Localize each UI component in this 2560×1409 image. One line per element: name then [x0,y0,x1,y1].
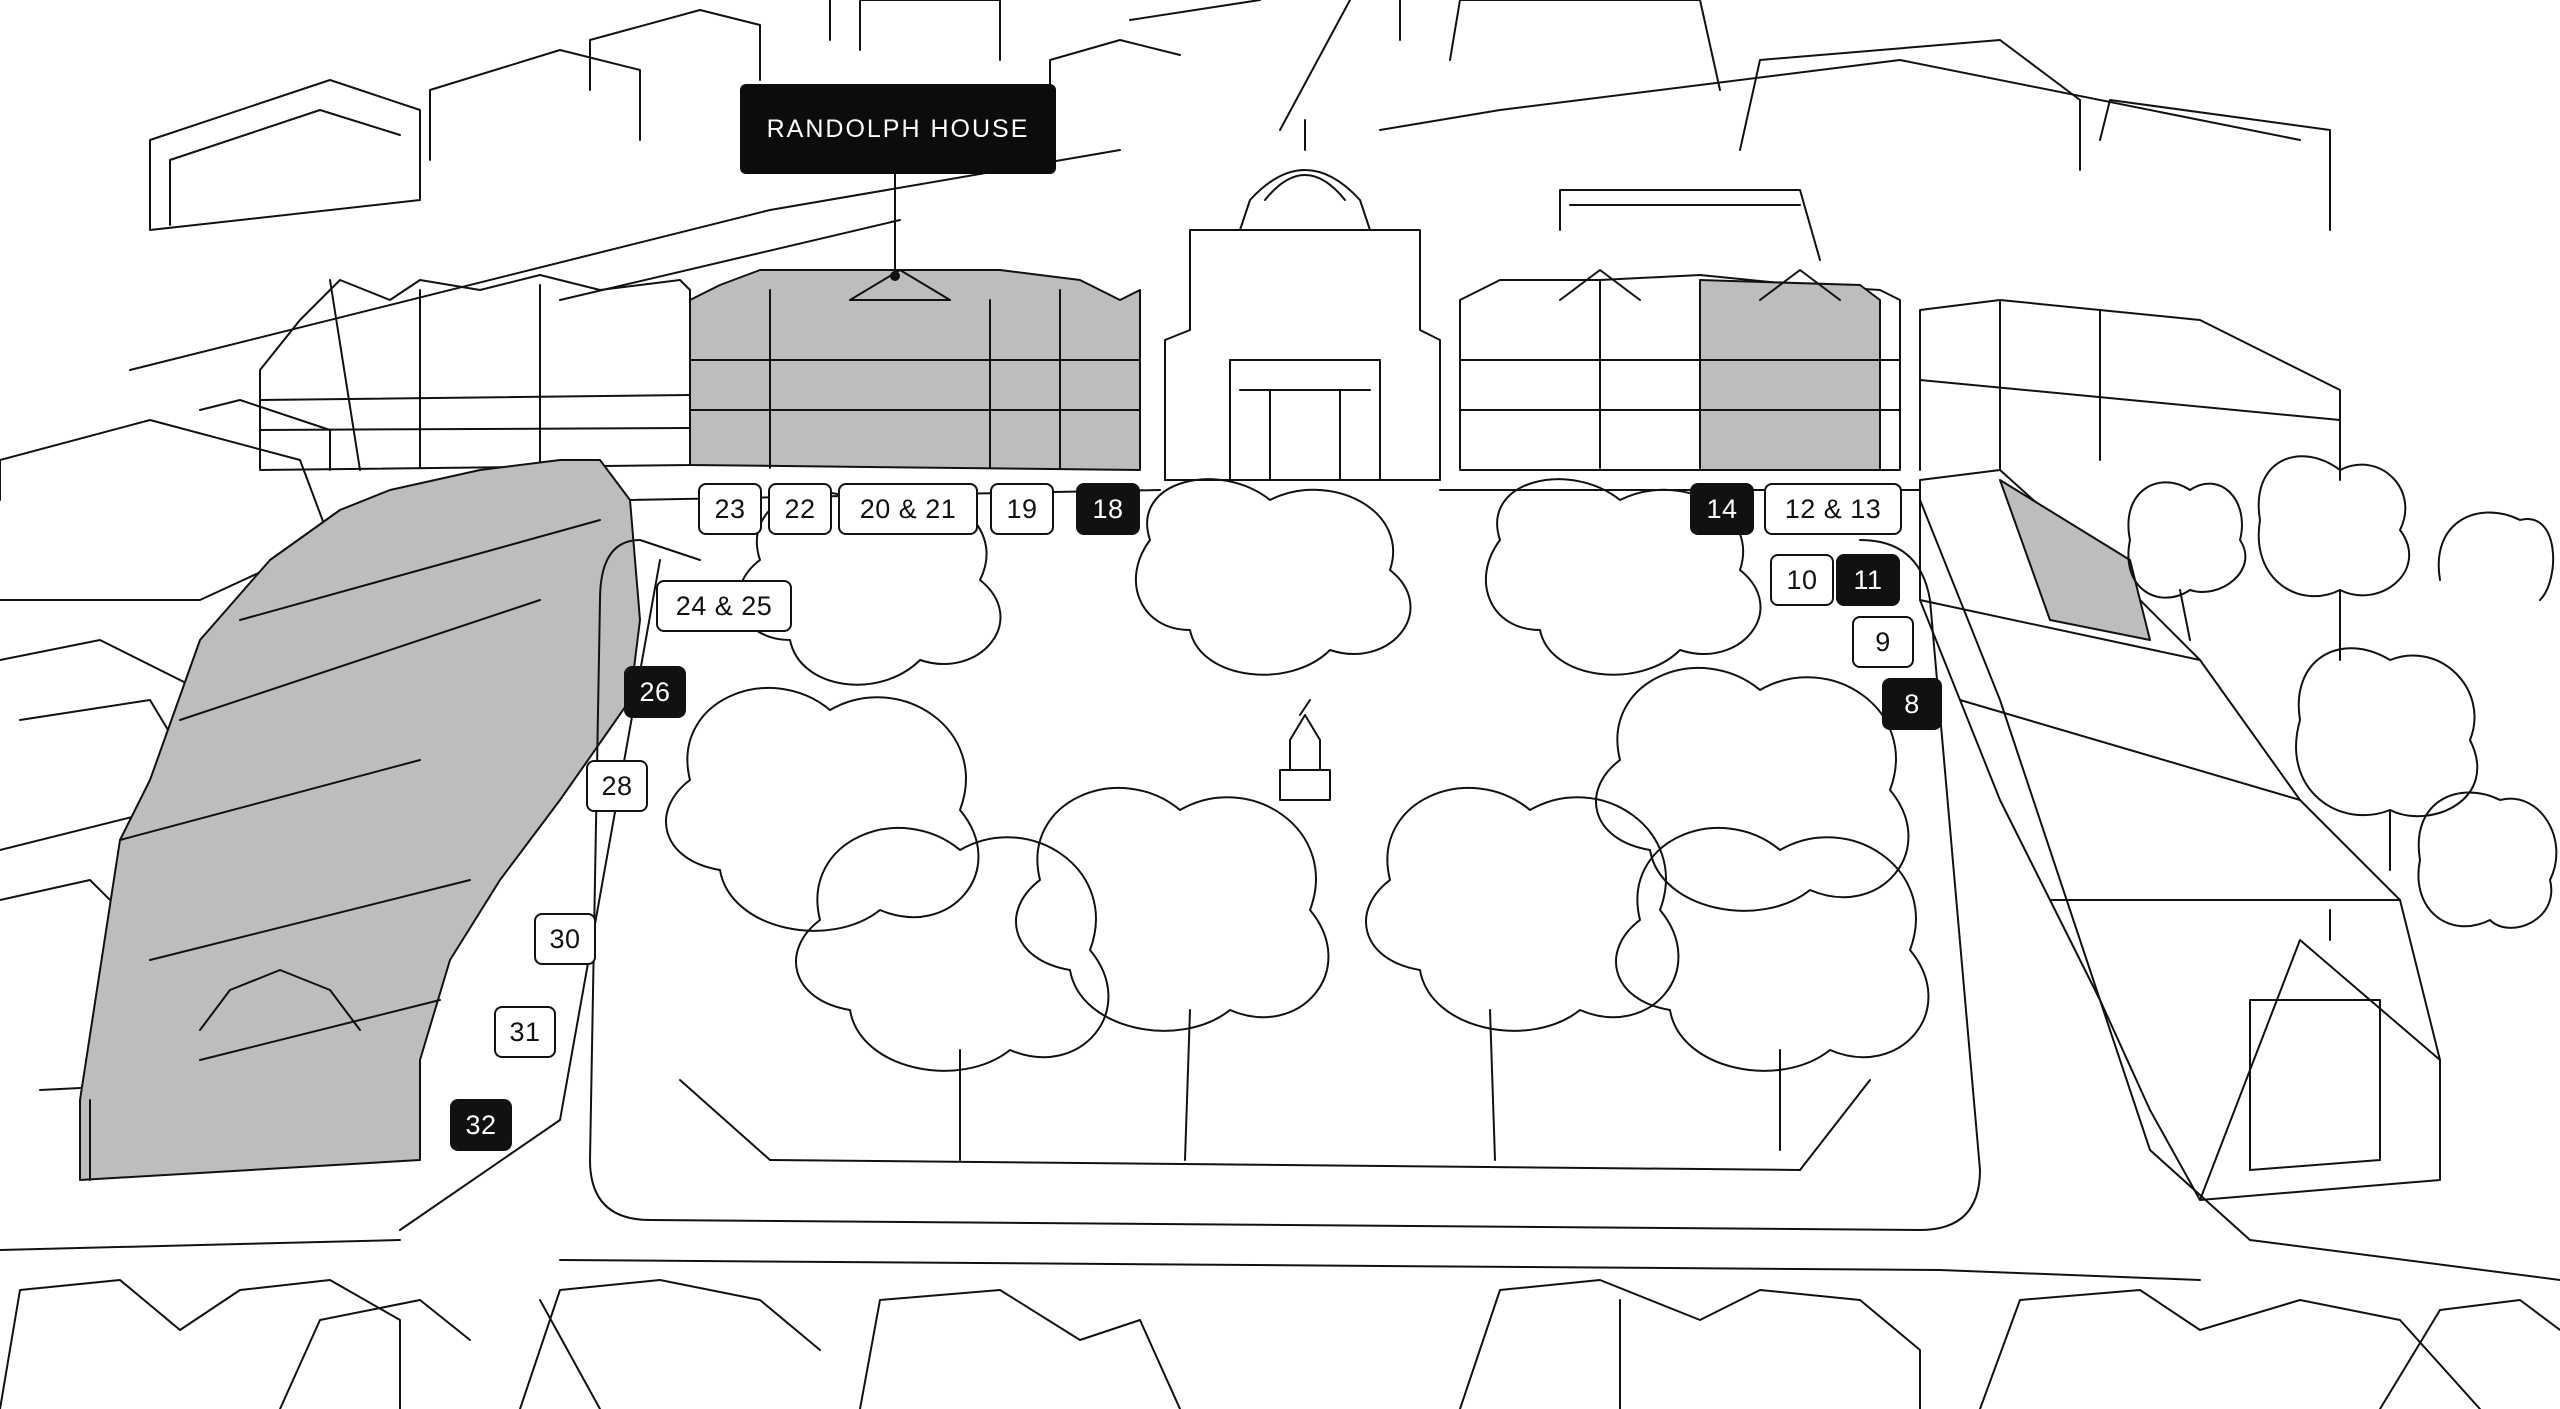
plot-label-24-25[interactable]: 24 & 25 [656,580,792,632]
randolph-house-callout[interactable]: RANDOLPH HOUSE [740,84,1056,174]
central-garden [589,478,1981,1231]
plot-label-31[interactable]: 31 [494,1006,556,1058]
domed-building [1164,119,1441,481]
callout-title: RANDOLPH HOUSE [766,114,1030,143]
plot-label-10[interactable]: 10 [1770,554,1834,606]
plot-label-30[interactable]: 30 [534,913,596,965]
north-terrace-left [259,274,691,471]
plot-label-11[interactable]: 11 [1836,554,1900,606]
north-terrace-right [1459,269,1901,471]
east-background-trees [2127,455,2558,929]
west-terrace-highlighted [79,459,641,1181]
plot-label-14[interactable]: 14 [1690,483,1754,535]
plot-label-19[interactable]: 19 [990,483,1054,535]
plot-label-18[interactable]: 18 [1076,483,1140,535]
callout-leader [890,173,900,281]
plot-label-8[interactable]: 8 [1882,678,1942,730]
plot-label-9[interactable]: 9 [1852,616,1914,668]
north-terrace-highlighted [689,269,1141,471]
plot-label-20-21[interactable]: 20 & 21 [838,483,978,535]
east-terrace-highlighted [1919,469,2441,1201]
south-foreground-rooftops [0,1279,2560,1409]
plot-label-12-13[interactable]: 12 & 13 [1764,483,1902,535]
plot-label-28[interactable]: 28 [586,760,648,812]
plot-label-22[interactable]: 22 [768,483,832,535]
plot-label-32[interactable]: 32 [450,1099,512,1151]
plot-label-23[interactable]: 23 [698,483,762,535]
plot-label-26[interactable]: 26 [624,666,686,718]
north-terrace-far-right [1919,299,2341,481]
